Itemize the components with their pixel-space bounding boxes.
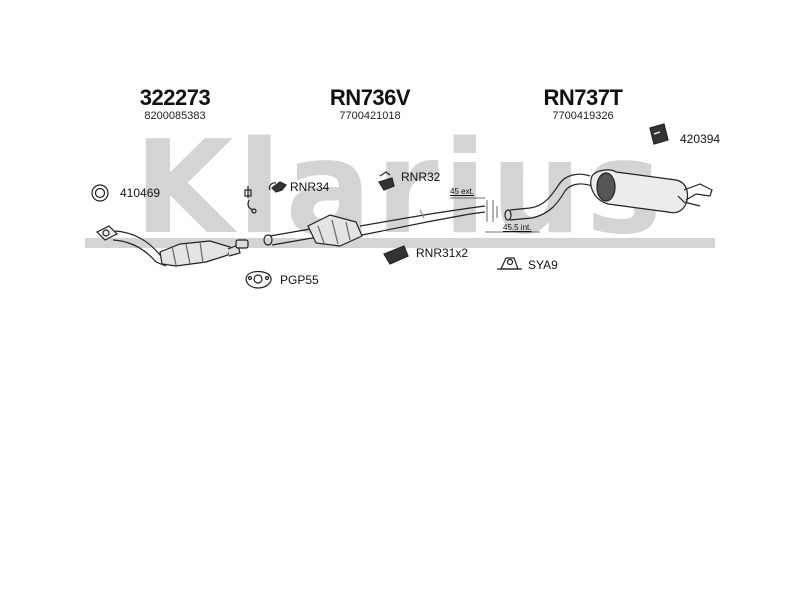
- label-rnr32[interactable]: RNR32: [401, 170, 441, 184]
- middle-pipe-rn736v[interactable]: [263, 205, 486, 247]
- part-header-rear: RN737T 7700419326: [528, 86, 638, 123]
- clamp-sya9-icon[interactable]: [497, 257, 522, 270]
- part-code[interactable]: RN737T: [543, 85, 623, 110]
- pipe-joint-dimension-marks: [450, 197, 540, 233]
- clamp-rnr34-icon[interactable]: [268, 181, 287, 193]
- label-sya9[interactable]: SYA9: [528, 258, 558, 272]
- front-pipe-catalyst-322273[interactable]: [95, 225, 249, 267]
- lambda-sensor-icon: [244, 186, 257, 214]
- label-rnr34[interactable]: RNR34: [290, 180, 330, 194]
- part-code[interactable]: 322273: [139, 85, 211, 110]
- oem-number: 7700421018: [339, 110, 401, 122]
- dimension-ext-label: 45 ext.: [450, 187, 475, 196]
- gasket-ring-410469-icon[interactable]: [91, 184, 109, 202]
- label-pgp55[interactable]: PGP55: [280, 273, 319, 287]
- oem-number: 8200085383: [144, 110, 206, 122]
- oem-number: 7700419326: [552, 110, 614, 122]
- hanger-420394-icon[interactable]: [649, 123, 669, 145]
- mount-rnr31x2-icon[interactable]: [383, 245, 409, 265]
- part-code[interactable]: RN736V: [329, 85, 411, 110]
- label-420394[interactable]: 420394: [680, 132, 721, 146]
- part-header-middle: RN736V 7700421018: [315, 86, 425, 123]
- flange-gasket-pgp55-icon[interactable]: [245, 270, 272, 289]
- part-header-front: 322273 8200085383: [120, 86, 230, 123]
- rear-silencer-rn737t[interactable]: [504, 169, 713, 221]
- bracket-rnr32-icon[interactable]: [378, 171, 395, 191]
- label-410469[interactable]: 410469: [120, 186, 161, 200]
- dimension-int-label: 45.5 int.: [503, 223, 532, 232]
- label-rnr31x2[interactable]: RNR31x2: [416, 246, 469, 260]
